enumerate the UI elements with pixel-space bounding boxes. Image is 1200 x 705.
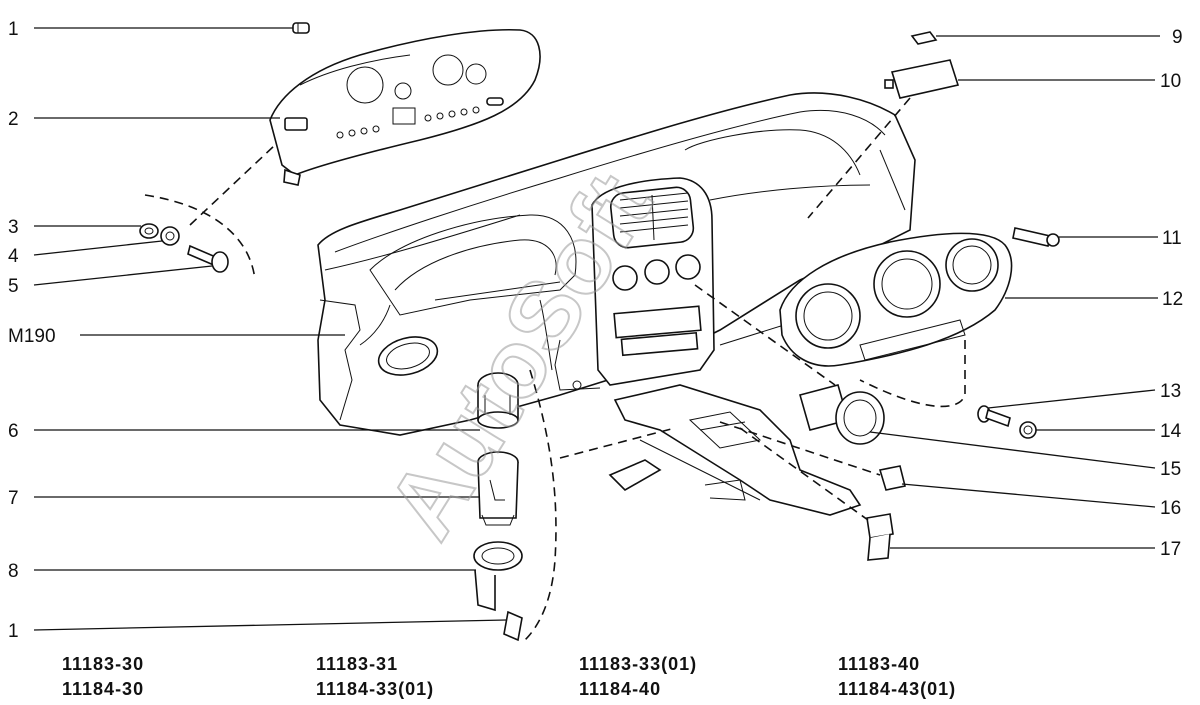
assembly-lines [144,97,966,641]
callout-12: 12 [1162,289,1183,310]
washer-part-4 [160,226,180,246]
callout-13: 13 [1160,381,1181,402]
model-codes: 11183-30 11184-30 11183-31 11184-33(01) … [62,654,956,699]
screw-part-13 [977,405,1011,428]
model-code: 11183-33(01) [579,654,697,674]
callout-8: 8 [8,561,19,582]
model-code: 11184-33(01) [316,679,434,699]
lighter-part-6 [477,372,519,429]
callout-labels: 1 2 3 4 5 M190 6 7 8 1 9 10 11 12 13 14 … [8,19,1183,642]
callout-7: 7 [8,488,19,509]
button-part-16 [878,465,906,491]
callout-9: 9 [1172,27,1183,48]
callout-11: 11 [1162,228,1182,249]
instrument-cluster-part-12 [779,232,1013,367]
lighter-socket-part-7 [477,451,519,526]
bulb-part-1-bottom [503,610,523,642]
screw-part-5 [187,244,229,273]
callout-1-bottom: 1 [8,621,19,642]
switch-part-17 [866,513,894,561]
dashboard-panel [317,92,916,516]
instrument-cluster-part-2 [269,28,541,186]
model-code: 11184-40 [579,679,661,699]
knob-part-15 [799,384,885,445]
callout-16: 16 [1160,498,1181,519]
callout-10: 10 [1160,71,1181,92]
lighter-housing-part-8 [473,541,523,612]
clip-part-3 [139,223,159,239]
switch-part-10 [884,59,960,99]
model-code: 11183-40 [838,654,920,674]
model-code: 11184-30 [62,679,144,699]
model-code: 11183-31 [316,654,398,674]
callout-2: 2 [8,109,19,130]
bulb-part-9 [910,31,938,45]
callout-15: 15 [1160,459,1181,480]
model-code: 11183-30 [62,654,144,674]
callout-1-top: 1 [8,19,19,40]
model-code: 11184-43(01) [838,679,956,699]
callout-14: 14 [1160,421,1182,442]
callout-6: 6 [8,421,19,442]
leader-lines [33,27,1160,631]
callout-5: 5 [8,276,19,297]
callout-4: 4 [8,246,19,267]
bulb-part-1-top [292,22,310,34]
washer-part-14 [1019,421,1037,439]
callout-m190: M190 [8,326,56,347]
sensor-part-11 [1012,227,1060,247]
callout-17: 17 [1160,539,1181,560]
callout-3: 3 [8,217,19,238]
